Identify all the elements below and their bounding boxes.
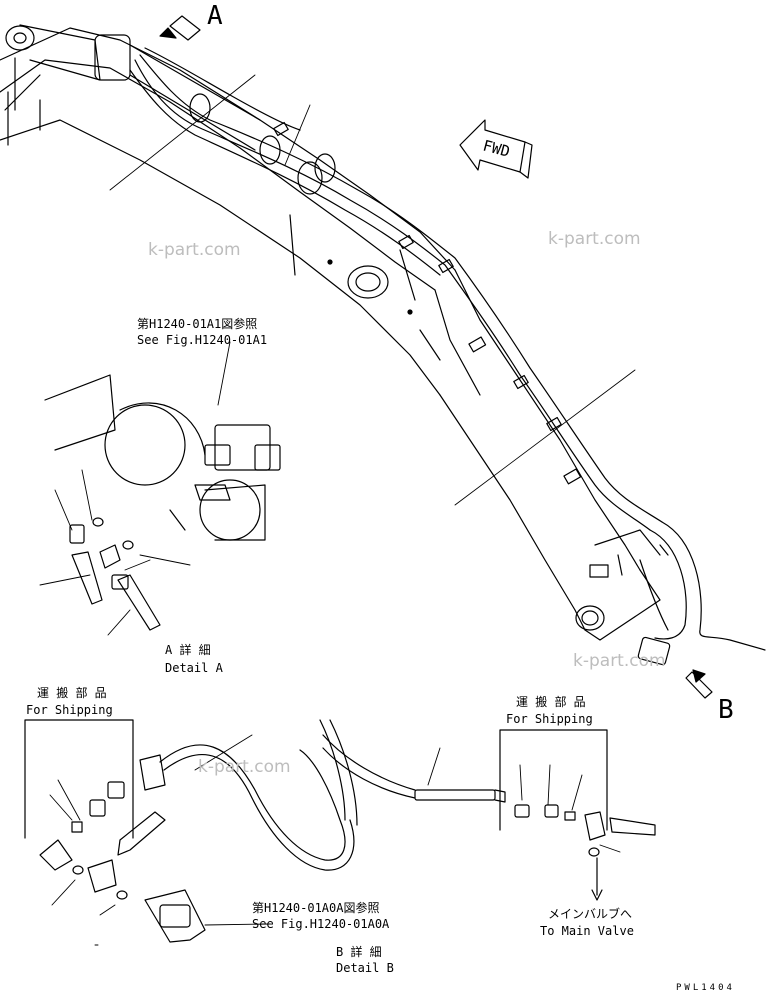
shipping-right-jp: 運 搬 部 品 xyxy=(516,694,586,709)
ref-top-en: See Fig.H1240-01A1 xyxy=(137,333,267,347)
shipping-left-jp: 運 搬 部 品 xyxy=(37,685,107,700)
ref-bottom-en: See Fig.H1240-01A0A xyxy=(252,917,390,931)
detail-b-jp: B 詳 細 xyxy=(336,944,382,959)
detail-b-drawing xyxy=(24,719,656,943)
main-valve-jp: メインバルブへ xyxy=(548,906,632,921)
ref-top-jp: 第H1240-01A1図参照 xyxy=(137,316,257,331)
main-valve-en: To Main Valve xyxy=(540,924,634,938)
arm-structure xyxy=(0,27,661,641)
detail-b-en: Detail B xyxy=(336,961,394,975)
callout-a-label: A xyxy=(207,1,223,31)
leader-lines xyxy=(39,74,636,946)
watermark-3: k-part.com xyxy=(573,651,666,671)
watermark-1: k-part.com xyxy=(148,240,241,260)
shipping-right-en: For Shipping xyxy=(506,712,593,726)
fwd-indicator xyxy=(459,119,533,179)
callout-b-label: B xyxy=(718,695,734,725)
text-layer: A B FWD k-part.com k-part.com k-part.com… xyxy=(26,1,735,993)
shipping-left-en: For Shipping xyxy=(26,703,113,717)
watermark-2: k-part.com xyxy=(548,229,641,249)
arrow-a-icon xyxy=(159,27,177,39)
callout-arrows xyxy=(159,15,713,699)
drawing-code: PWL1404 xyxy=(676,983,735,993)
fwd-label: FWD xyxy=(481,136,512,160)
detail-a-drawing xyxy=(44,374,281,631)
watermark-4: k-part.com xyxy=(198,757,291,777)
ref-bottom-jp: 第H1240-01A0A図参照 xyxy=(252,900,379,915)
detail-a-jp: A 詳 細 xyxy=(165,642,211,657)
hose-routing xyxy=(129,47,766,666)
detail-a-en: Detail A xyxy=(165,661,224,675)
arrow-b-icon xyxy=(692,669,706,683)
